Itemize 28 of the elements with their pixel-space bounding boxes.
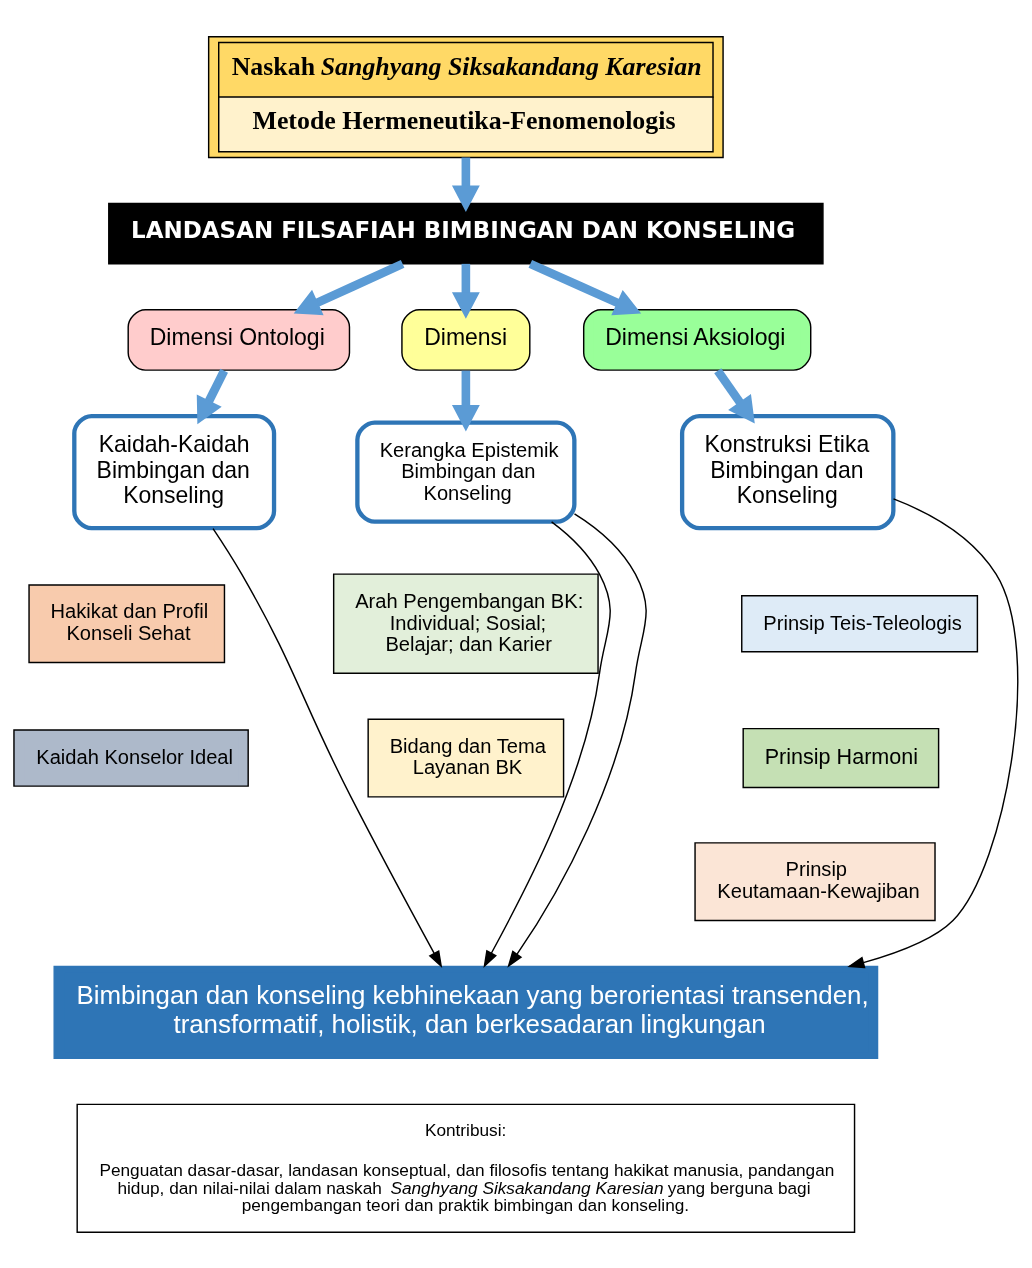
- arrow: [528, 259, 642, 315]
- node-box: Prinsip Teis-Teleologis: [741, 594, 979, 652]
- arrow: [483, 520, 611, 968]
- node-box: Kaidah-Kaidah Bimbingan dan Konseling: [72, 413, 277, 530]
- arrow: [451, 263, 480, 319]
- arrow: [714, 367, 755, 424]
- arrow: [507, 512, 647, 968]
- node-box: Naskah Sanghyang Siksakandang Karesian Metode Hermeneutika-Fenomenologis: [207, 35, 724, 158]
- node-box: Hakikat dan Profil Konseli Sehat: [28, 583, 226, 663]
- node-box: Dimensi Aksiologi: [582, 308, 812, 371]
- node-box: Dimensi: [401, 308, 531, 371]
- node-box: Dimensi Ontologi: [127, 308, 351, 371]
- arrow: [212, 527, 443, 968]
- node-box: Bimbingan dan konseling kebhinekaan yang berorientasi transenden, transformatif, holistik, dan berkesadaran lingkungan: [53, 965, 879, 1059]
- arrow: [847, 497, 1019, 968]
- arrow: [451, 157, 480, 212]
- node-box: Prinsip Keutamaan-Kewajiban: [694, 841, 936, 921]
- node-box: Kerangka Epistemik Bimbingan dan Konseling: [355, 419, 577, 524]
- arrow: [196, 368, 228, 424]
- node-box: LANDASAN FILSAFIAH BIMBINGAN DAN KONSELING: [108, 202, 824, 264]
- node-box: Prinsip Harmoni: [742, 727, 940, 788]
- node-box: Bidang dan Tema Layanan BK: [367, 718, 565, 798]
- node-box: Kaidah Konselor Ideal: [13, 728, 249, 787]
- node-box: Kontribusi: Penguatan dasar-dasar, landasan konseptual, dan filosofis tentang hakikat manusia, pandangan hidup, dan nilai-nilai dalam naskah Sanghyang Siksakandang Karesian yang berguna bagi pengembangan teori dan praktik bimbingan dan konseling.: [76, 1103, 856, 1233]
- node-box: Arah Pengembangan BK: Individual; Sosial; Belajar; dan Karier: [332, 572, 599, 674]
- arrow: [451, 370, 480, 431]
- node-box: Konstruksi Etika Bimbingan dan Konseling: [679, 413, 896, 530]
- arrow: [293, 259, 405, 315]
